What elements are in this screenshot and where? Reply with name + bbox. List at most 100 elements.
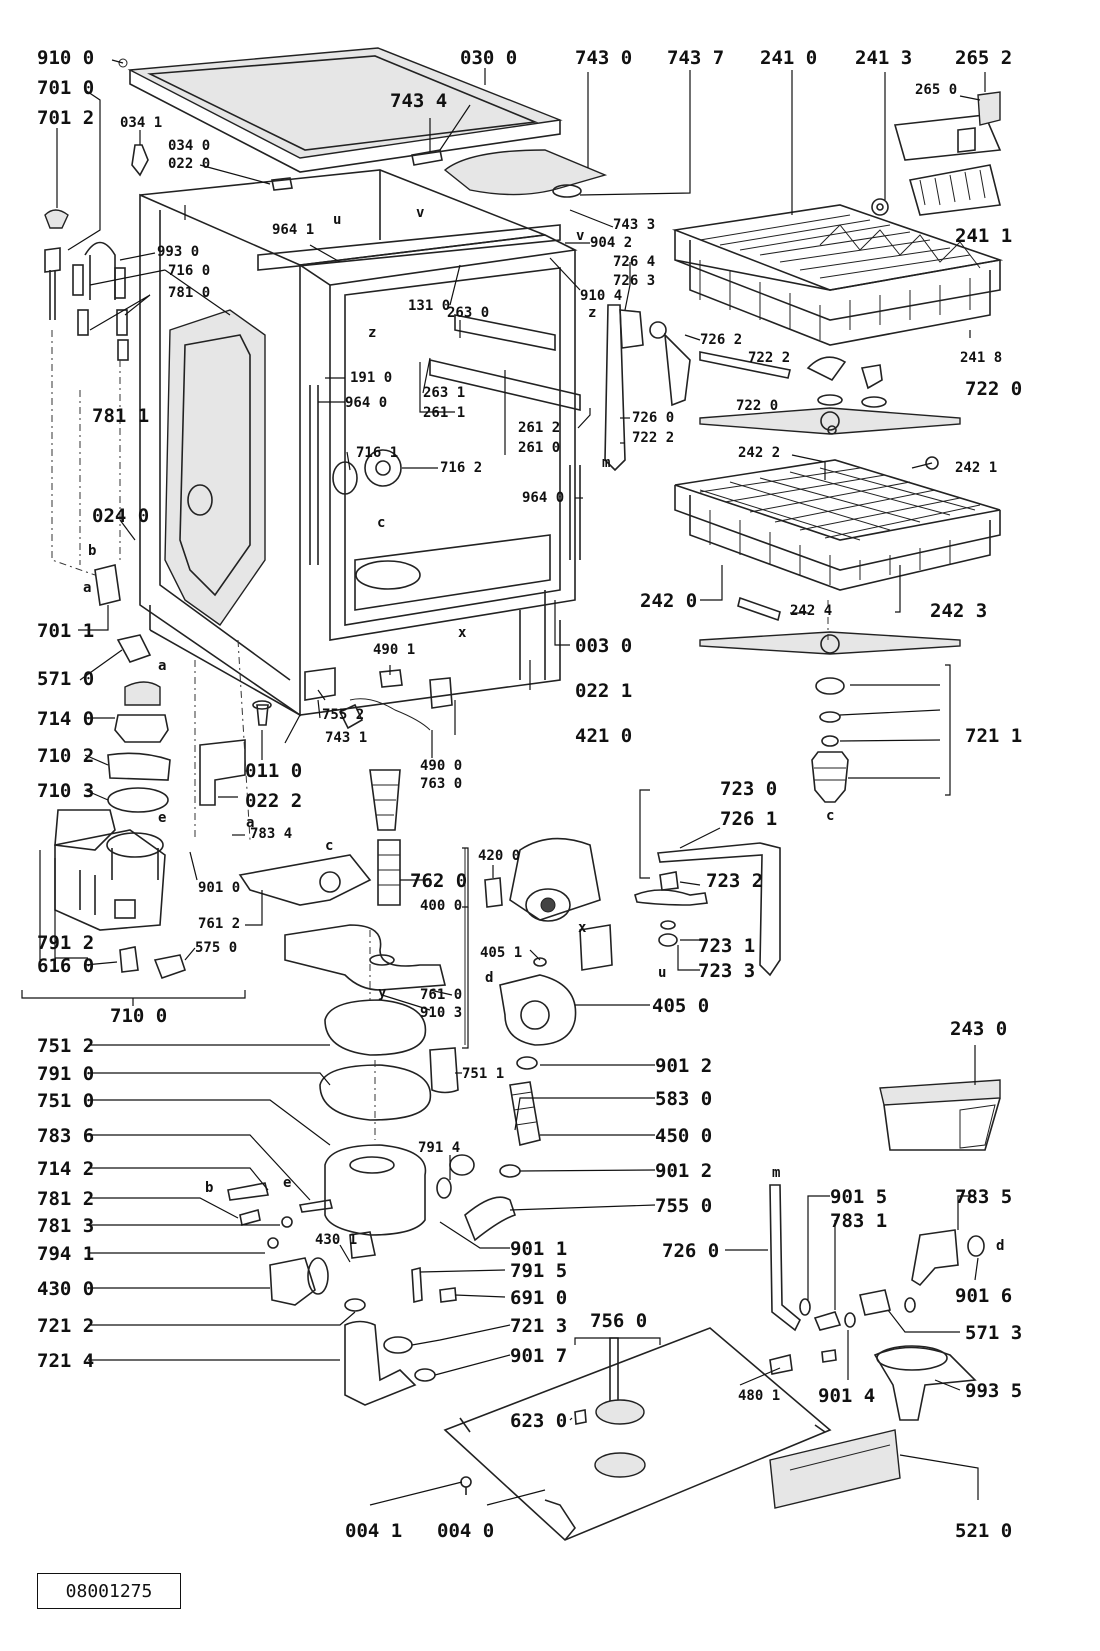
part-label-901-5: 901 5 bbox=[830, 1186, 888, 1208]
part-label-901-7: 901 7 bbox=[510, 1345, 568, 1367]
document-code: 08001275 bbox=[65, 1580, 153, 1602]
part-label-783-4: 783 4 bbox=[250, 826, 293, 842]
part-label-755-2: 755 2 bbox=[322, 707, 365, 723]
letter-u: u bbox=[333, 212, 342, 228]
part-label-722-2b: 722 2 bbox=[632, 430, 675, 446]
upper-basket bbox=[671, 204, 1004, 346]
cabinet-frame bbox=[139, 169, 578, 717]
part-label-743-1: 743 1 bbox=[325, 730, 368, 746]
letter-z: z bbox=[588, 305, 597, 321]
part-label-450-0: 450 0 bbox=[655, 1125, 713, 1147]
part-label-743-0: 743 0 bbox=[575, 47, 633, 69]
part-label-265-2: 265 2 bbox=[955, 47, 1013, 69]
part-label-131-0: 131 0 bbox=[408, 298, 451, 314]
part-label-791-2: 791 2 bbox=[37, 932, 95, 954]
part-label-430-1: 430 1 bbox=[315, 1232, 358, 1248]
letter-b: b bbox=[205, 1180, 214, 1196]
part-label-904-2: 904 2 bbox=[590, 235, 633, 251]
part-label-756-0: 756 0 bbox=[590, 1310, 648, 1332]
part-label-571-3: 571 3 bbox=[965, 1322, 1023, 1344]
letter-e: e bbox=[158, 810, 167, 826]
part-label-575-0: 575 0 bbox=[195, 940, 238, 956]
part-label-714-2: 714 2 bbox=[37, 1158, 95, 1180]
part-label-763-0: 763 0 bbox=[420, 776, 463, 792]
part-label-265-0: 265 0 bbox=[915, 82, 958, 98]
part-label-571-0: 571 0 bbox=[37, 668, 95, 690]
part-label-721-2: 721 2 bbox=[37, 1315, 95, 1337]
part-label-781-3: 781 3 bbox=[37, 1215, 95, 1237]
part-label-783-1: 783 1 bbox=[830, 1210, 888, 1232]
part-label-723-1: 723 1 bbox=[698, 935, 756, 957]
part-label-743-4: 743 4 bbox=[390, 90, 448, 112]
part-label-993-5: 993 5 bbox=[965, 1380, 1023, 1402]
letter-y: y bbox=[378, 985, 387, 1001]
part-label-726-4: 726 4 bbox=[613, 254, 656, 270]
letter-m: m bbox=[602, 455, 611, 471]
part-label-430-0: 430 0 bbox=[37, 1278, 95, 1300]
part-label-723-2: 723 2 bbox=[706, 870, 764, 892]
part-label-762-0: 762 0 bbox=[410, 870, 468, 892]
letter-m: m bbox=[772, 1165, 781, 1181]
part-label-901-2b: 901 2 bbox=[655, 1160, 713, 1182]
part-label-004-0: 004 0 bbox=[437, 1520, 495, 1542]
lower-basket bbox=[674, 459, 1001, 591]
part-label-791-4: 791 4 bbox=[418, 1140, 461, 1156]
part-label-723-3: 723 3 bbox=[698, 960, 756, 982]
part-label-781-0: 781 0 bbox=[168, 285, 211, 301]
part-label-004-1: 004 1 bbox=[345, 1520, 403, 1542]
part-label-261-0: 261 0 bbox=[518, 440, 561, 456]
part-label-783-5: 783 5 bbox=[955, 1186, 1013, 1208]
part-label-583-0: 583 0 bbox=[655, 1088, 713, 1110]
document-code-box: 08001275 bbox=[37, 1573, 181, 1609]
part-label-241-3: 241 3 bbox=[855, 47, 913, 69]
letter-c: c bbox=[325, 838, 334, 854]
part-label-794-1: 794 1 bbox=[37, 1243, 95, 1265]
part-label-011-0: 011 0 bbox=[245, 760, 303, 782]
letter-x: x bbox=[578, 920, 587, 936]
part-label-751-1: 751 1 bbox=[462, 1066, 505, 1082]
letter-e: e bbox=[283, 1175, 292, 1191]
part-label-034-1: 034 1 bbox=[120, 115, 163, 131]
letter-a: a bbox=[83, 580, 92, 596]
part-label-241-8: 241 8 bbox=[960, 350, 1003, 366]
part-label-421-0: 421 0 bbox=[575, 725, 633, 747]
part-label-400-0: 400 0 bbox=[420, 898, 463, 914]
letter-c: c bbox=[826, 808, 835, 824]
part-label-242-3: 242 3 bbox=[930, 600, 988, 622]
part-label-003-0: 003 0 bbox=[575, 635, 633, 657]
part-label-480-1: 480 1 bbox=[738, 1388, 781, 1404]
part-label-710-0: 710 0 bbox=[110, 1005, 168, 1027]
letter-a: a bbox=[158, 658, 167, 674]
part-label-022-1: 022 1 bbox=[575, 680, 633, 702]
part-label-024-0: 024 0 bbox=[92, 505, 150, 527]
part-label-783-6: 783 6 bbox=[37, 1125, 95, 1147]
letter-v: v bbox=[416, 205, 425, 221]
part-label-242-4: 242 4 bbox=[790, 603, 833, 619]
part-label-405-1: 405 1 bbox=[480, 945, 523, 961]
part-label-716-1: 716 1 bbox=[356, 445, 399, 461]
part-label-910-4: 910 4 bbox=[580, 288, 623, 304]
part-label-726-2: 726 2 bbox=[700, 332, 743, 348]
letter-c: c bbox=[377, 515, 386, 531]
letter-u: u bbox=[658, 965, 667, 981]
letter-z: z bbox=[368, 325, 377, 341]
part-label-781-2: 781 2 bbox=[37, 1188, 95, 1210]
part-label-242-0: 242 0 bbox=[640, 590, 698, 612]
part-label-993-0: 993 0 bbox=[157, 244, 200, 260]
letter-a: a bbox=[246, 815, 255, 831]
part-label-901-1: 901 1 bbox=[510, 1238, 568, 1260]
part-label-030-0: 030 0 bbox=[460, 47, 518, 69]
letter-d: d bbox=[485, 970, 494, 986]
part-label-964-1: 964 1 bbox=[272, 222, 315, 238]
part-label-490-0: 490 0 bbox=[420, 758, 463, 774]
letter-v: v bbox=[576, 228, 585, 244]
part-label-420-0: 420 0 bbox=[478, 848, 521, 864]
part-label-701-1: 701 1 bbox=[37, 620, 95, 642]
part-label-623-0: 623 0 bbox=[510, 1410, 568, 1432]
part-label-710-3: 710 3 bbox=[37, 780, 95, 802]
motor-part bbox=[464, 837, 613, 1045]
part-label-022-2: 022 2 bbox=[245, 790, 303, 812]
part-label-723-0: 723 0 bbox=[720, 778, 778, 800]
part-label-751-0: 751 0 bbox=[37, 1090, 95, 1112]
